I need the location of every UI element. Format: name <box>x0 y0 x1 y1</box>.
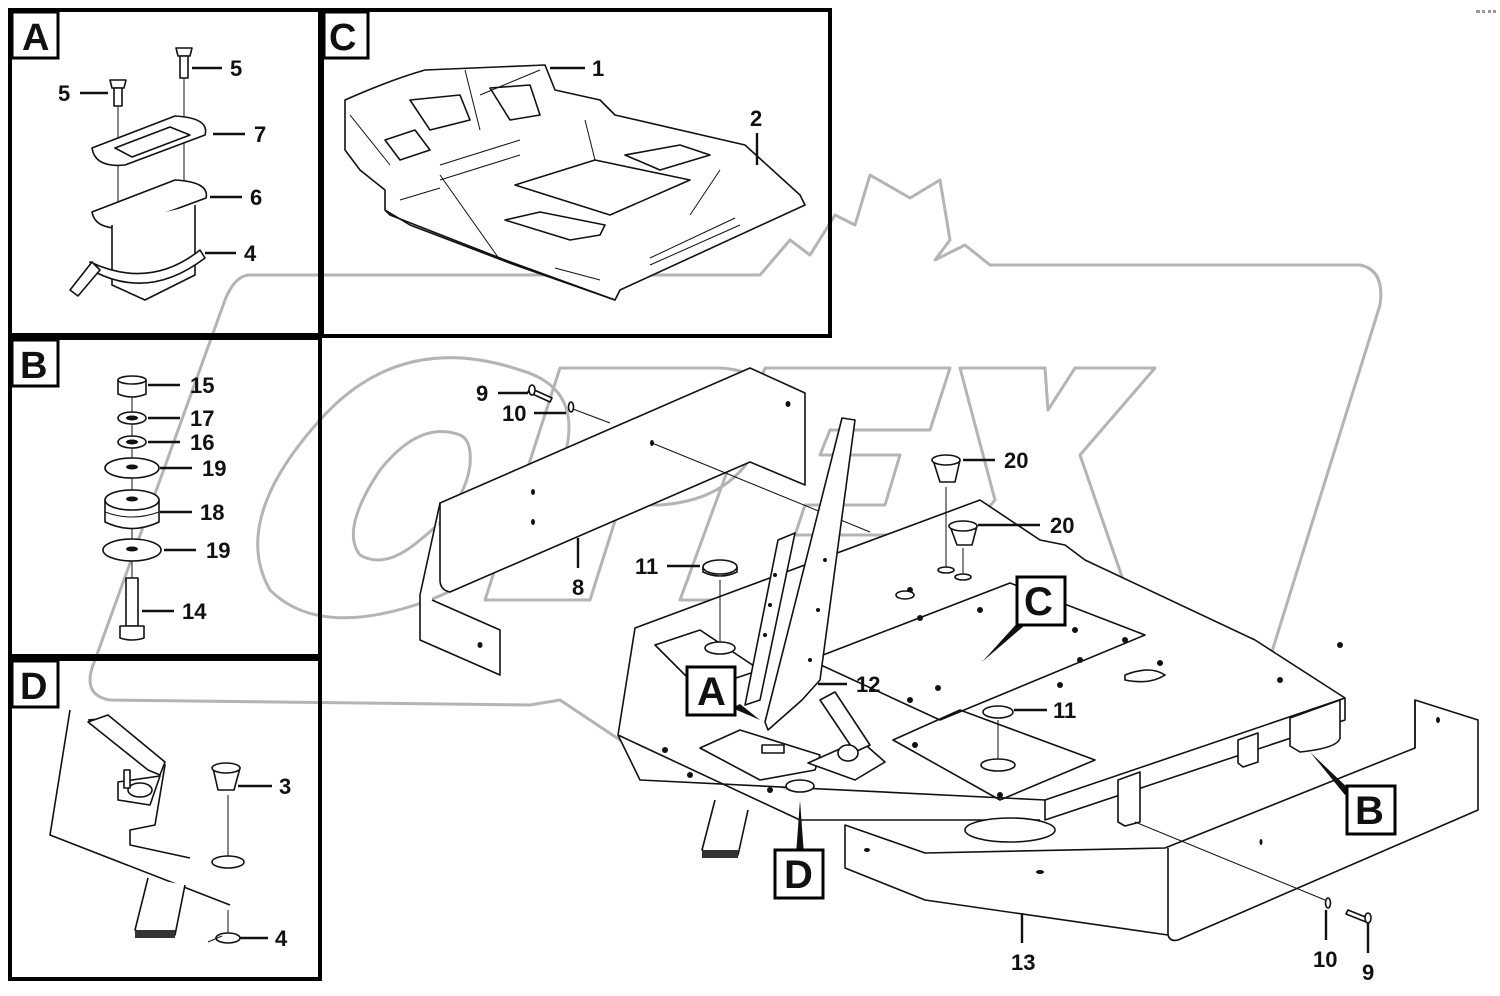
cap-part <box>702 559 738 575</box>
tube-part <box>134 877 186 938</box>
view-marker-d: D <box>773 800 825 900</box>
svg-text:B: B <box>1355 789 1384 833</box>
panel-d-letter-box <box>10 659 60 709</box>
mat-cutout <box>514 159 691 216</box>
view-marker-c: C <box>982 575 1067 662</box>
callout-11: 11 <box>635 554 658 579</box>
panel-c-letter-box <box>322 10 370 60</box>
callout-12: 12 <box>856 672 880 697</box>
lever-bracket <box>87 714 166 776</box>
view-marker-a: A <box>685 665 760 720</box>
panel-b-letter-box <box>10 338 60 388</box>
callout-9: 9 <box>476 381 488 406</box>
callout-4: 4 <box>244 241 257 266</box>
floor-plate <box>617 499 1346 821</box>
column-holes <box>763 558 827 662</box>
callout-10: 10 <box>1313 947 1337 972</box>
tube-part <box>701 799 749 858</box>
plate-holes <box>662 587 1343 798</box>
gasket-plate <box>91 115 207 167</box>
callout-19: 19 <box>206 538 230 563</box>
hose-clamp <box>89 249 206 284</box>
washer <box>567 401 575 413</box>
callout-5: 5 <box>58 81 70 106</box>
control-panel-plate <box>49 709 231 906</box>
callout-3: 3 <box>279 774 291 799</box>
callout-9: 9 <box>1362 960 1374 985</box>
clip-part <box>215 932 241 944</box>
callout-4: 4 <box>275 926 288 951</box>
mat-cutout <box>409 94 471 131</box>
panel-a-letter-box <box>10 10 60 60</box>
callout-14: 14 <box>182 599 207 624</box>
detail-panel-a: A 5 5 7 6 4 <box>8 8 322 337</box>
mat-pattern <box>399 139 741 281</box>
panel-b-letter: B <box>20 345 47 387</box>
panel-d-frame <box>8 657 322 981</box>
callout-16: 16 <box>190 430 214 455</box>
svg-text:D: D <box>784 853 813 897</box>
panel-a-letter: A <box>22 17 49 59</box>
mounting-plate <box>91 179 208 229</box>
svg-text:A: A <box>697 670 726 714</box>
callout-20: 20 <box>1004 448 1028 473</box>
callout-8: 8 <box>572 575 584 600</box>
callout-10: 10 <box>502 401 526 426</box>
rear-panel <box>439 367 806 593</box>
watermark-letter-o-inner <box>351 430 472 562</box>
panel-d-letter: D <box>20 666 47 708</box>
callout-17: 17 <box>190 406 214 431</box>
mount-bracket <box>1289 699 1341 753</box>
main-assembly-view: A B C D 9 10 8 11 20 20 12 <box>419 367 1479 985</box>
panel-b-frame <box>8 336 322 658</box>
callout-13: 13 <box>1011 950 1035 975</box>
callout-18: 18 <box>200 500 224 525</box>
bolt-part <box>125 577 139 627</box>
svg-text:C: C <box>1024 580 1053 624</box>
callout-11: 11 <box>1053 698 1076 723</box>
detail-panel-b: B 15 17 16 19 18 19 <box>8 336 322 658</box>
mount-bracket <box>1237 732 1259 768</box>
callout-2: 2 <box>750 106 762 131</box>
panel-c-letter: C <box>329 17 356 59</box>
callout-7: 7 <box>254 122 266 147</box>
callout-20: 20 <box>1050 513 1074 538</box>
view-marker-b: B <box>1310 752 1397 836</box>
callout-6: 6 <box>250 185 262 210</box>
callout-15: 15 <box>190 373 214 398</box>
cap-part <box>982 705 1014 719</box>
corner-mark <box>1476 10 1496 13</box>
steering-column-bracket <box>764 417 856 731</box>
callout-1: 1 <box>592 56 604 81</box>
washer <box>1324 897 1332 909</box>
detail-panel-d: D 3 4 <box>8 657 322 981</box>
callout-19: 19 <box>202 456 226 481</box>
callout-5: 5 <box>230 56 242 81</box>
mount-bracket <box>1117 771 1141 827</box>
panel-c-frame <box>320 8 832 338</box>
detail-panel-c: C 1 2 <box>320 8 832 338</box>
